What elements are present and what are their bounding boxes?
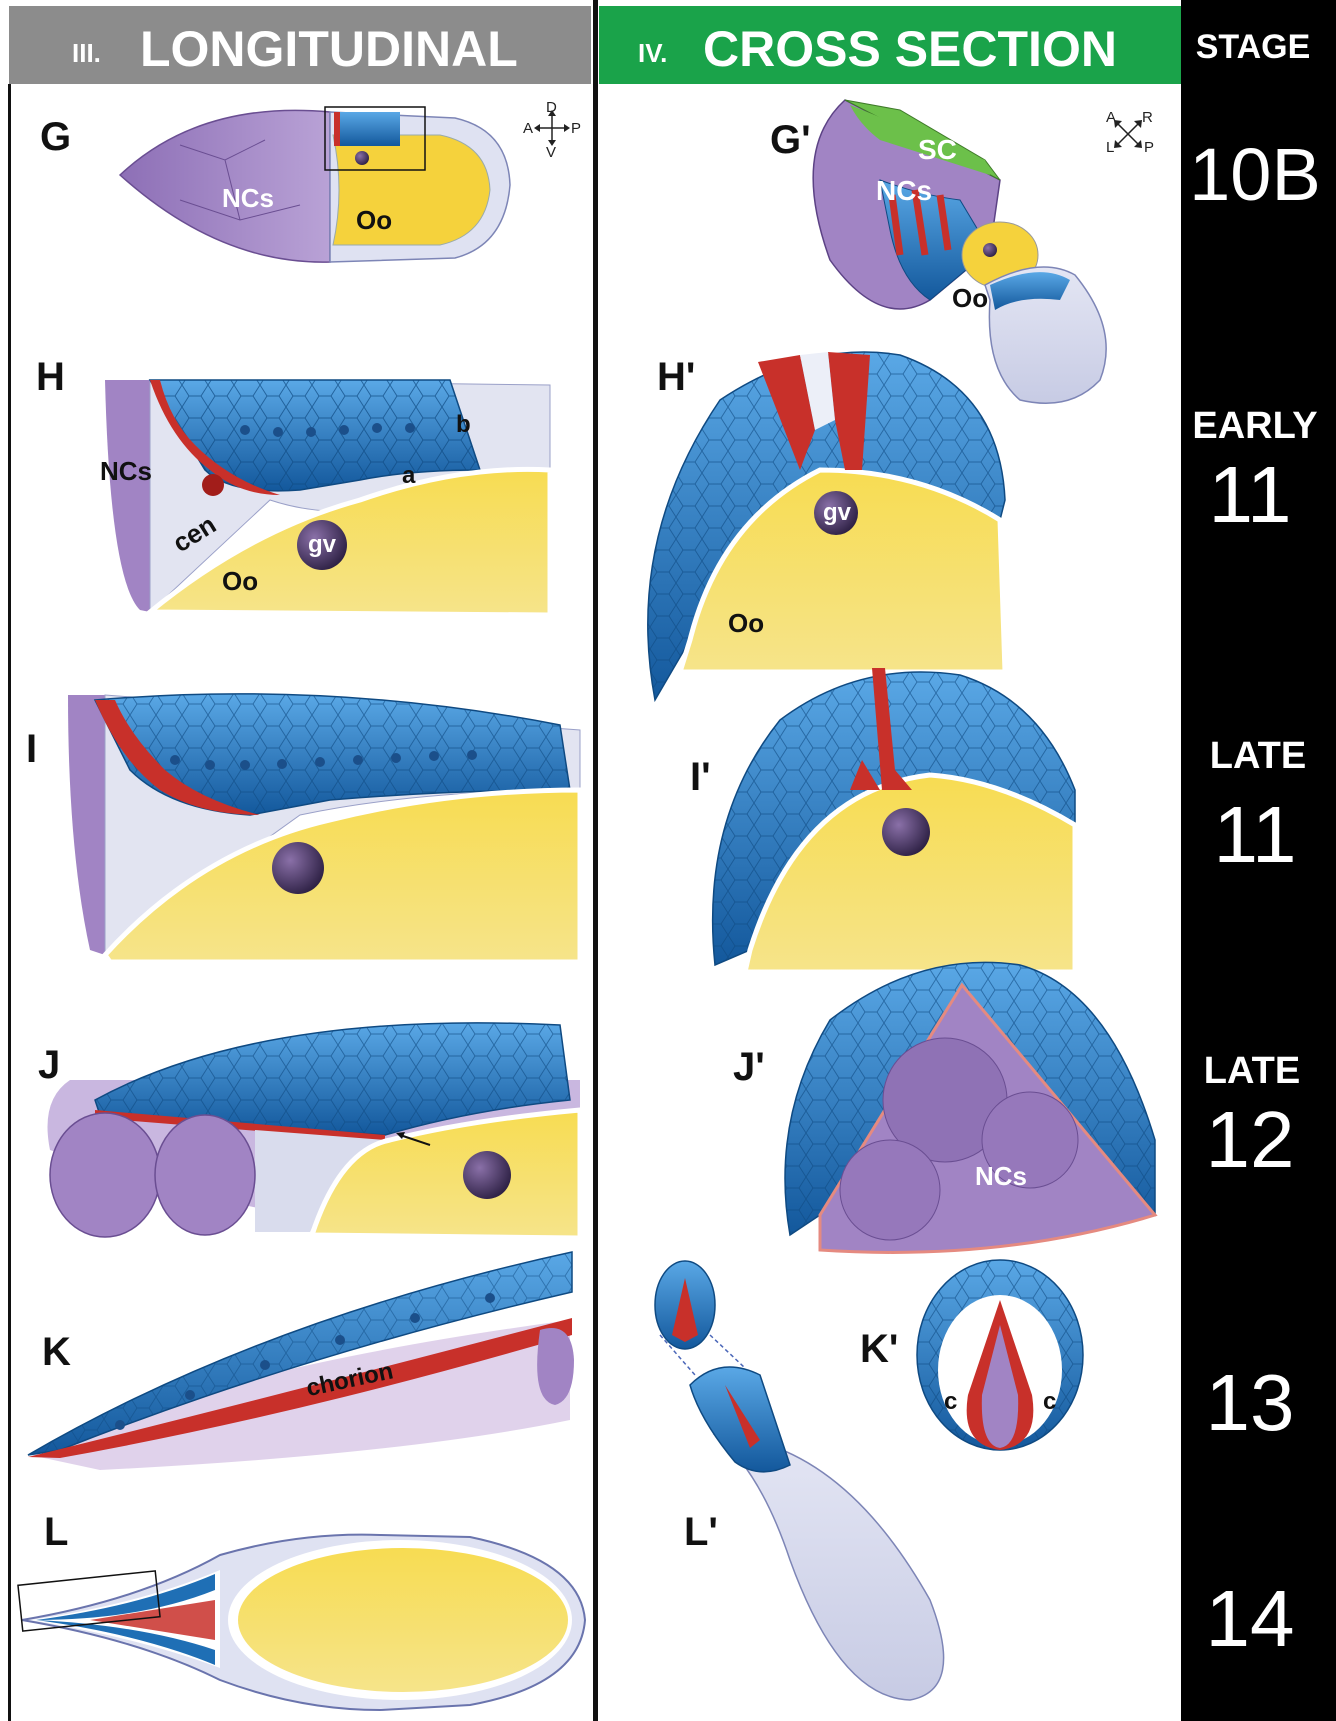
stage-13: 13 [1206, 1358, 1295, 1447]
h-oo-label: Oo [222, 566, 258, 596]
panel-g-label: G [40, 115, 71, 159]
longitudinal-numeral: III. [72, 38, 101, 68]
g-oo-label: Oo [356, 205, 392, 235]
axis-cs-a: A [1106, 109, 1116, 126]
stage-header: STAGE [1196, 28, 1311, 66]
axis-p: P [571, 120, 581, 137]
panel-i: I [26, 694, 580, 962]
g-ncs-label: NCs [222, 183, 274, 213]
stage-late-11: 11 [1213, 790, 1296, 879]
panel-k: K chorion [28, 1252, 574, 1470]
panel-i-prime-label: I' [690, 755, 711, 799]
panel-k-prime: K' c c [860, 1260, 1083, 1450]
kp-c-left-label: c [944, 1388, 957, 1415]
stage-late12-label: LATE [1204, 1050, 1300, 1092]
stage-early-11: 11 [1208, 450, 1291, 539]
axis-cs-p: P [1144, 139, 1154, 156]
gp-ncs-label: NCs [876, 175, 932, 206]
panel-j: J [38, 1023, 580, 1238]
stage-14: 14 [1206, 1574, 1295, 1663]
panel-j-prime: J' NCs [733, 962, 1155, 1252]
axis-cs-r: R [1142, 109, 1153, 126]
axis-d: D [546, 99, 557, 116]
axis-v: V [546, 144, 556, 161]
axis-a: A [523, 120, 533, 137]
stage-late-12: 12 [1206, 1095, 1295, 1184]
panel-l-prime: L' [655, 1261, 944, 1700]
column-divider [593, 0, 598, 1721]
stage-late11-label: LATE [1210, 735, 1306, 777]
hp-oo-label: Oo [728, 608, 764, 638]
h-b-label: b [456, 411, 471, 438]
stage-10b: 10B [1189, 133, 1321, 216]
gp-sc-label: SC [918, 134, 957, 165]
gp-oo-label: Oo [952, 283, 988, 313]
hp-gv-label: gv [823, 499, 852, 526]
cross-section-title: CROSS SECTION [703, 21, 1117, 77]
panel-g-prime-label: G' [770, 118, 811, 162]
stage-early-label: EARLY [1192, 405, 1317, 447]
panel-i-label: I [26, 727, 37, 771]
panel-j-prime-label: J' [733, 1045, 765, 1089]
panel-l: L [18, 1510, 585, 1710]
panel-g: G NCs Oo D V A P [40, 99, 581, 262]
panel-h-prime-label: H' [657, 355, 695, 399]
jp-ncs-label: NCs [975, 1161, 1027, 1191]
panel-l-prime-label: L' [684, 1510, 718, 1554]
panel-i-prime: I' [690, 668, 1075, 972]
panel-k-label: K [42, 1330, 71, 1374]
longitudinal-title: LONGITUDINAL [140, 21, 518, 77]
panel-h: H NCs b a cen gv Oo [36, 355, 550, 615]
axis-cs-l: L [1106, 139, 1114, 156]
kp-c-right-label: c [1043, 1388, 1056, 1415]
panel-k-prime-label: K' [860, 1327, 898, 1371]
panel-h-prime: H' gv Oo [648, 352, 1005, 700]
panel-l-label: L [44, 1510, 68, 1554]
h-gv-label: gv [308, 531, 337, 558]
left-frame-border [8, 84, 11, 1721]
h-a-label: a [402, 462, 416, 489]
panel-j-label: J [38, 1043, 60, 1087]
diagonal-cross-arrow-icon [1114, 120, 1142, 148]
panel-h-label: H [36, 355, 65, 399]
cross-section-numeral: IV. [638, 38, 667, 68]
h-ncs-label: NCs [100, 456, 152, 486]
